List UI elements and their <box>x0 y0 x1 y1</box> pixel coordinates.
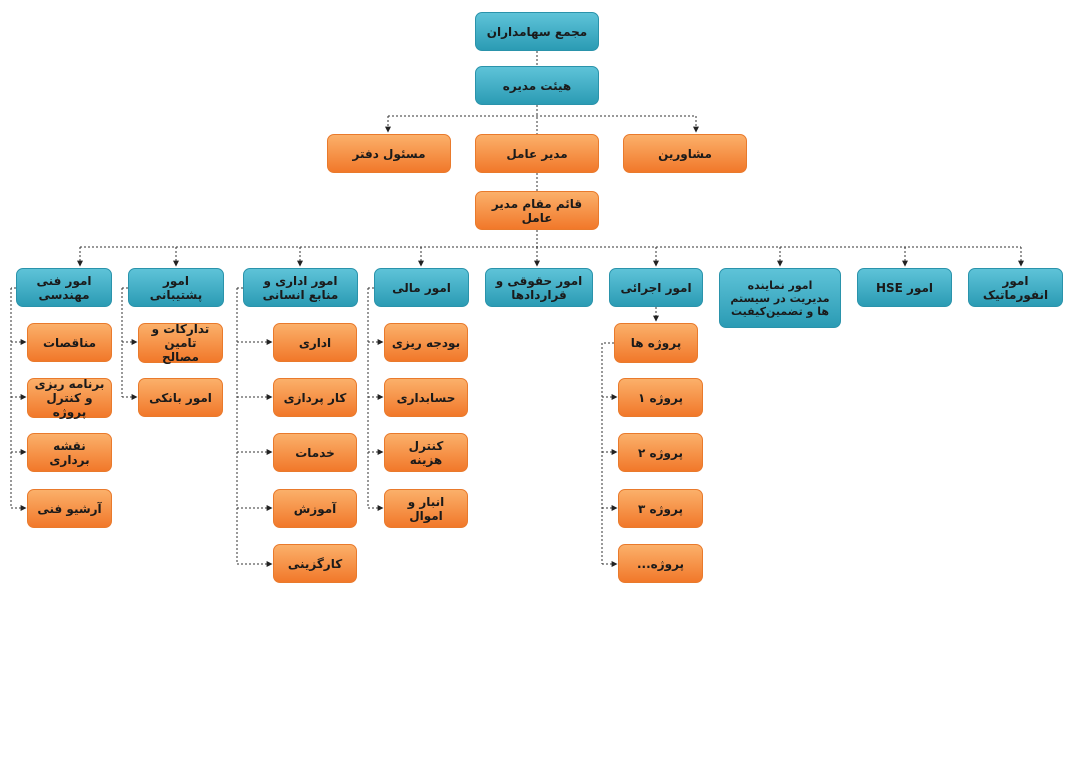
eng-archive: آرشیو فنی <box>27 489 112 528</box>
fin-warehouse: انبار و اموال <box>384 489 468 528</box>
dept-support: امور پشتیبانی <box>128 268 224 307</box>
hr-personnel: کارگزینی <box>273 544 357 583</box>
fin-budgeting: بودجه ریزی <box>384 323 468 362</box>
exec-project-2: پروژه ۲ <box>618 433 703 472</box>
dept-execution: امور اجرائی <box>609 268 703 307</box>
hr-services: خدمات <box>273 433 357 472</box>
eng-surveying: نقشه برداری <box>27 433 112 472</box>
exec-project-more: پروژه... <box>618 544 703 583</box>
sup-banking: امور بانکی <box>138 378 223 417</box>
fin-cost-control: کنترل هزینه <box>384 433 468 472</box>
eng-planning: برنامه ریزی و کنترل پروژه <box>27 377 112 419</box>
exec-project-3: پروژه ۳ <box>618 489 703 528</box>
dept-hse: امور HSE <box>857 268 952 307</box>
fin-accounting: حسابداری <box>384 378 468 417</box>
node-deputy-ceo: قائم مقام مدیر عامل <box>475 191 599 230</box>
node-ceo: مدیر عامل <box>475 134 599 173</box>
node-shareholders: مجمع سهامداران <box>475 12 599 51</box>
hr-training: آموزش <box>273 489 357 528</box>
hr-administrative: اداری <box>273 323 357 362</box>
dept-quality: امور نماینده مدیریت در سیستم ها و تضمین‌… <box>719 268 841 328</box>
eng-tenders: مناقصات <box>27 323 112 362</box>
hr-errands: کار پردازی <box>273 378 357 417</box>
dept-finance: امور مالی <box>374 268 469 307</box>
node-advisors: مشاورین <box>623 134 747 173</box>
dept-admin-hr: امور اداری و منابع انسانی <box>243 268 358 307</box>
exec-project-1: پروژه ۱ <box>618 378 703 417</box>
exec-projects: پروژه ها <box>614 323 698 363</box>
dept-it: امور انفورماتیک <box>968 268 1063 307</box>
sup-procurement: تدارکات و تامین مصالح <box>138 322 223 364</box>
node-board: هیئت مدیره <box>475 66 599 105</box>
dept-engineering: امور فنی مهندسی <box>16 268 112 307</box>
node-office-manager: مسئول دفتر <box>327 134 451 173</box>
dept-legal: امور حقوقی و قراردادها <box>485 268 593 307</box>
